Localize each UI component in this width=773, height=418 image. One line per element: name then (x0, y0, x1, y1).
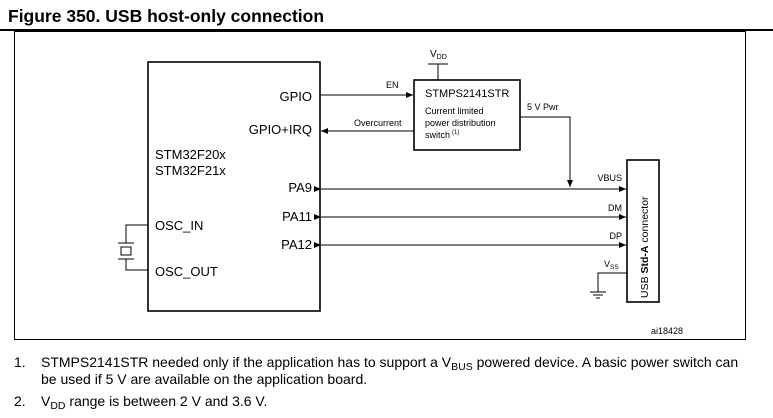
switch-ic-desc-2: power distribution (425, 118, 496, 128)
dp-pin-label: DP (609, 231, 622, 241)
overcurrent-label: Overcurrent (354, 118, 402, 128)
figure-frame (14, 31, 746, 340)
vdd-label: VDD (430, 49, 447, 61)
footnote-1-text: STMPS2141STR needed only if the applicat… (41, 354, 739, 387)
switch-ic-desc-3: switch(1) (425, 130, 459, 140)
usb-connector-label: USB Std-A connector (639, 196, 651, 298)
footnote-ref: (1) (452, 130, 459, 136)
en-label: EN (386, 80, 399, 90)
crystal-symbol (118, 224, 148, 271)
pin-pa9: PA9 (288, 180, 312, 195)
vss-pin-label: VSS (604, 259, 619, 271)
mcu-name-line2: STM32F21x (155, 163, 226, 178)
pin-gpio-irq: GPIO+IRQ (249, 122, 312, 137)
switch-ic-block (413, 79, 521, 151)
footnote-1-number: 1. (14, 354, 26, 370)
pin-osc-out: OSC_OUT (155, 264, 218, 279)
pin-pa11: PA11 (282, 209, 312, 224)
footnote-2-number: 2. (14, 393, 26, 409)
switch-ic-desc-1: Current limited (425, 106, 484, 116)
pin-osc-in: OSC_IN (155, 218, 203, 233)
reference-code: ai18428 (651, 326, 683, 336)
switch-ic-name: STMPS2141STR (425, 88, 509, 100)
ground-symbol (590, 272, 627, 299)
pin-gpio: GPIO (279, 89, 312, 104)
pwr-5v-line (520, 116, 573, 187)
title-rule (0, 29, 773, 31)
dm-pin-label: DM (608, 203, 622, 213)
mcu-name-line1: STM32F20x (155, 147, 226, 162)
vbus-pin-label: VBUS (597, 173, 622, 183)
footnote-2-text: VDD range is between 2 V and 3.6 V. (41, 393, 268, 413)
vdd-supply (428, 63, 448, 80)
pwr-5v-label: 5 V Pwr (527, 102, 559, 112)
figure-title: Figure 350. USB host-only connection (8, 6, 325, 26)
usb-connector-block (626, 159, 660, 303)
pin-pa12: PA12 (281, 237, 312, 252)
